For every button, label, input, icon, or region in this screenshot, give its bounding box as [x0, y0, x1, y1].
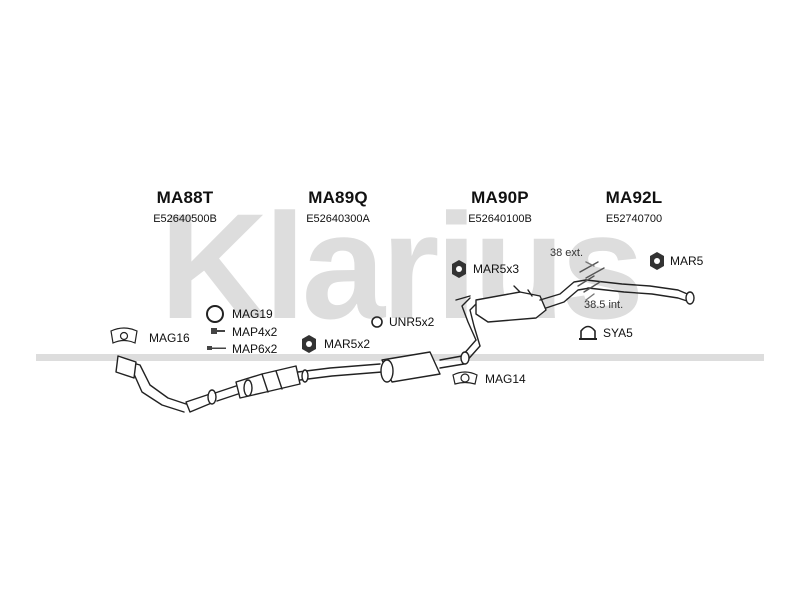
bolt-icon	[207, 346, 226, 350]
label-map6x2: MAP6x2	[232, 342, 278, 356]
section-ref: E52740700	[605, 213, 663, 225]
section-code: MA89Q	[308, 188, 368, 207]
label-mag14: MAG14	[485, 372, 526, 386]
section-ma90p: MA90P E52640100B	[430, 188, 570, 225]
section-ma92l: MA92L E52740700	[564, 188, 704, 225]
label-mar5x2: MAR5x2	[324, 337, 371, 351]
bolt-icon	[211, 328, 225, 334]
label-mag16: MAG16	[149, 331, 190, 345]
section-ma88t: MA88T E52640500B	[115, 188, 255, 225]
section-code: MA88T	[156, 188, 214, 207]
tail-pipe[interactable]	[577, 261, 695, 305]
gasket-icon	[110, 327, 138, 344]
rubber-mount-icon	[302, 335, 316, 353]
label-mar5x3: MAR5x3	[473, 262, 520, 276]
section-code: MA90P	[471, 188, 529, 207]
section-ref: E52640500B	[153, 213, 217, 225]
gasket-icon	[452, 371, 478, 385]
section-code: MA92L	[605, 188, 663, 207]
dimension-external: 38 ext.	[550, 247, 584, 259]
rubber-mount-icon	[650, 252, 664, 270]
label-unr5x2: UNR5x2	[389, 315, 435, 329]
catalytic-section[interactable]	[235, 363, 383, 399]
label-sya5: SYA5	[603, 326, 633, 340]
middle-silencer[interactable]	[380, 339, 481, 383]
ring-icon	[206, 305, 224, 323]
rubber-mount-icon	[452, 260, 466, 278]
front-downpipe[interactable]	[115, 355, 239, 413]
section-ref: E52640300A	[306, 213, 370, 225]
clamp-icon	[579, 325, 597, 340]
section-ma89q: MA89Q E52640300A	[268, 188, 408, 225]
label-mar5: MAR5	[670, 254, 704, 268]
label-mag19: MAG19	[232, 307, 273, 321]
dimension-internal: 38.5 int.	[584, 299, 624, 311]
section-ref: E52640100B	[468, 213, 532, 225]
label-map4x2: MAP4x2	[232, 325, 278, 339]
ring-icon	[371, 316, 383, 328]
rear-silencer[interactable]	[455, 279, 591, 347]
watermark-text: Klarius	[160, 182, 641, 350]
